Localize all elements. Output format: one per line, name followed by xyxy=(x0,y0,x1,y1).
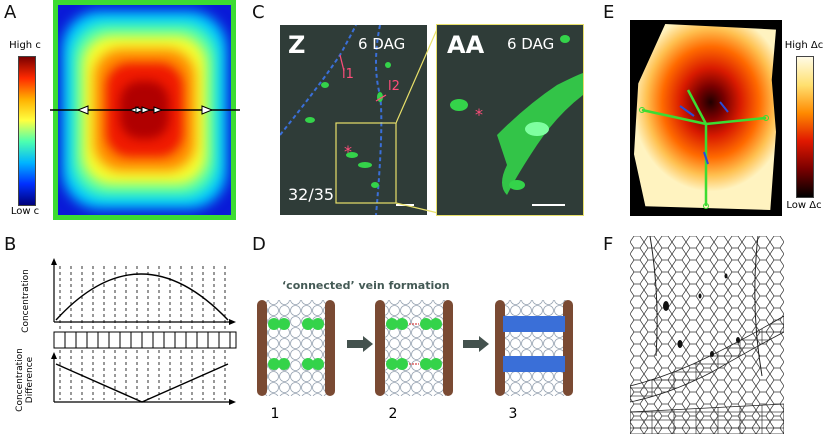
micrograph-z-letter: Z xyxy=(288,31,306,59)
colorbar-e: High Δc Low Δc xyxy=(784,40,824,216)
micrograph-z-stage: 6 DAG xyxy=(358,35,406,53)
b-bottom-ylabel-box: Concentration Difference xyxy=(10,348,40,412)
micrograph-aa-letter: AA xyxy=(447,31,485,59)
cell-drawing-f xyxy=(630,236,784,434)
b-bottom-ylabel-line1: Concentration xyxy=(15,348,25,412)
b-bottom-ylabel: Concentration Difference xyxy=(15,335,35,425)
colorbar-e-high-label: High Δc xyxy=(784,40,824,51)
f-cell-network xyxy=(630,236,784,434)
micrograph-z: Z 6 DAG l1 l2 * 32/35 xyxy=(280,25,427,215)
micrograph-aa-stage: 6 DAG xyxy=(507,35,555,53)
colorbar-a: High c Low c xyxy=(6,40,44,220)
d-step-label-2: 2 xyxy=(388,406,398,422)
panel-label-d: D xyxy=(252,234,266,255)
d-step-label-3: 3 xyxy=(508,406,518,422)
transport-arrows-a xyxy=(50,105,240,115)
heatmap-e xyxy=(630,20,782,216)
asterisk-z: * xyxy=(344,142,352,161)
diagram-b xyxy=(51,258,237,405)
panel-label-e: E xyxy=(603,2,615,23)
colorbar-a-low-label: Low c xyxy=(10,206,40,217)
colorbar-a-gradient xyxy=(18,56,36,206)
b-top-ylabel: Concentration xyxy=(21,269,31,333)
b-top-ylabel-box: Concentration xyxy=(14,269,40,333)
count-label: 32/35 xyxy=(288,185,335,204)
d-arrow-1 xyxy=(347,336,373,352)
callout-l2: l2 xyxy=(388,79,400,94)
asterisk-aa: * xyxy=(475,105,483,124)
panel-label-b: B xyxy=(4,234,17,255)
panel-label-a: A xyxy=(4,2,17,23)
diagram-d xyxy=(257,300,573,396)
panel-label-f: F xyxy=(603,234,614,255)
b-difference-curve xyxy=(55,363,229,403)
callout-l1: l1 xyxy=(342,67,354,82)
b-concentration-curve xyxy=(55,273,229,321)
b-bottom-ylabel-line2: Difference xyxy=(25,356,35,404)
d-step-2-diagram xyxy=(375,300,453,396)
panel-label-c: C xyxy=(252,2,265,23)
micrograph-aa: AA 6 DAG * xyxy=(436,24,584,216)
colorbar-a-high-label: High c xyxy=(9,40,41,51)
b-cell-row xyxy=(53,331,237,349)
d-title: ‘connected’ vein formation xyxy=(282,279,450,292)
colorbar-e-low-label: Low Δc xyxy=(786,200,822,211)
d-arrow-2 xyxy=(463,336,489,352)
d-step-3-diagram xyxy=(495,300,573,396)
d-step-1-diagram xyxy=(257,300,335,396)
e-network-overlay xyxy=(639,89,769,209)
zoom-connector xyxy=(396,26,439,214)
d-step-label-1: 1 xyxy=(270,406,280,422)
colorbar-e-gradient xyxy=(796,56,814,198)
